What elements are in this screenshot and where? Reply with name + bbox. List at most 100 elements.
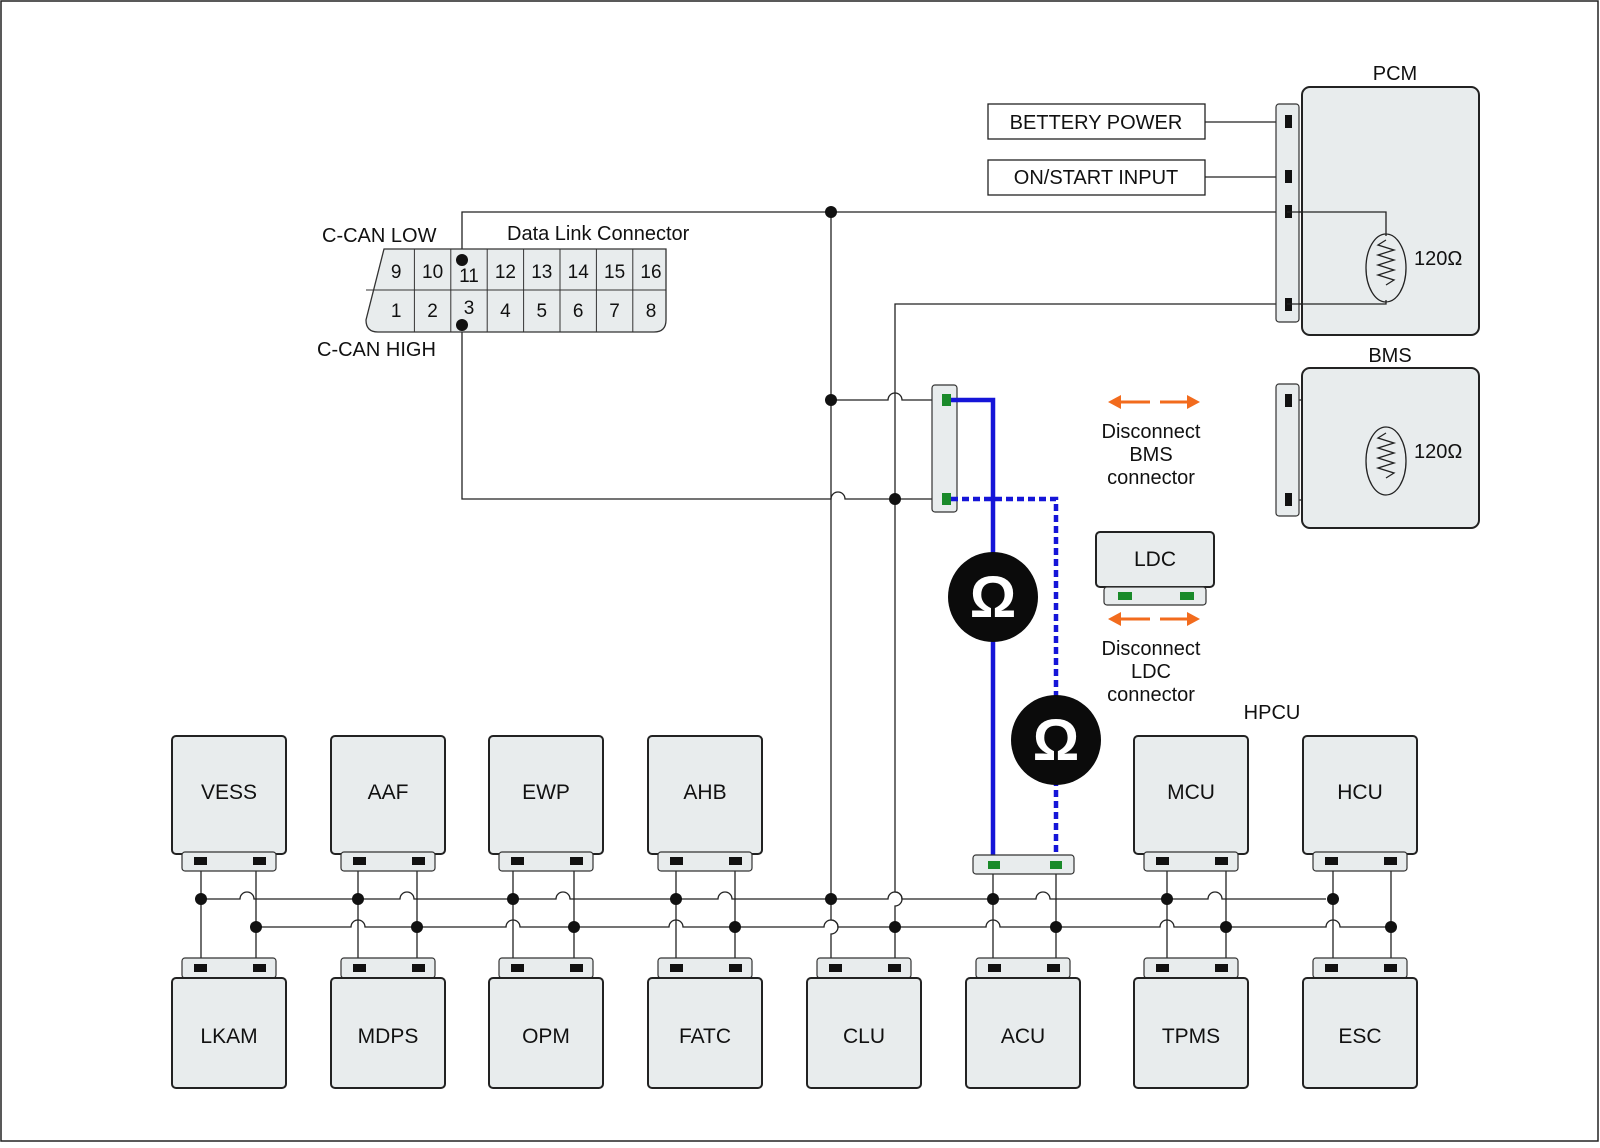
junction-dot xyxy=(568,921,580,933)
wire-can-low-vertical xyxy=(830,400,839,966)
connector-pin xyxy=(670,857,683,865)
module-opm: OPM xyxy=(488,957,604,1089)
module-clu: CLU xyxy=(806,957,922,1089)
pcm-resistor-ring xyxy=(1365,233,1407,303)
connector-pin xyxy=(194,964,207,972)
probe-wires xyxy=(951,397,1059,868)
ldc-pin-green xyxy=(1118,592,1132,600)
pcm-internal-wiring xyxy=(1287,211,1387,305)
bms-disconnect-line1: Disconnect xyxy=(1102,421,1201,443)
connector-pin xyxy=(888,964,901,972)
junction-dot xyxy=(195,893,207,905)
connector-pin xyxy=(353,964,366,972)
acu-top-connector-body xyxy=(972,854,1075,875)
dlc-dividers xyxy=(413,249,634,332)
ohmmeter-2-body xyxy=(1011,695,1101,785)
junction-dot xyxy=(411,921,423,933)
drops-ewp-opm xyxy=(512,862,575,966)
module-box xyxy=(965,977,1081,1089)
ldc-pin-green xyxy=(1180,592,1194,600)
connector-pin xyxy=(570,857,583,865)
drops-mcu-tpms xyxy=(1166,866,1227,966)
connector-pin xyxy=(1384,857,1397,865)
test-connector xyxy=(931,384,958,513)
module-label: EWP xyxy=(522,781,570,804)
connector-pin xyxy=(1215,857,1228,865)
pcm-resistor-icon xyxy=(1375,239,1397,286)
module-esc: ESC xyxy=(1302,957,1418,1089)
dlc-pin-label: 10 xyxy=(422,262,443,283)
dlc-pin-label: 12 xyxy=(495,262,516,283)
module-acu: ACU xyxy=(965,957,1081,1089)
on-start-input-box xyxy=(987,159,1206,196)
junction-dot xyxy=(825,206,837,218)
drops-aaf-mdps xyxy=(357,862,418,966)
connector-pin xyxy=(829,964,842,972)
dlc-pin3-marker xyxy=(456,319,468,331)
pcm-label: PCM xyxy=(1373,63,1417,85)
module-label: TPMS xyxy=(1162,1025,1220,1048)
can-high-bus xyxy=(256,919,1386,928)
module-label: MCU xyxy=(1167,781,1215,804)
ohm-symbol-icon: Ω xyxy=(1033,708,1080,773)
junction-dot xyxy=(250,921,262,933)
test-pin-green xyxy=(942,394,951,406)
dlc-pin-label: 2 xyxy=(427,301,438,322)
dlc-pin-label: 16 xyxy=(640,262,661,283)
bms-pin xyxy=(1285,394,1292,407)
module-box xyxy=(1133,977,1249,1089)
module-connector xyxy=(1312,851,1408,872)
bms-resistor-value: 120Ω xyxy=(1414,441,1462,463)
dlc-pin-label: 7 xyxy=(609,301,620,322)
ohmmeter-1-body xyxy=(948,552,1038,642)
module-label: LKAM xyxy=(200,1025,257,1048)
junction-dot xyxy=(729,921,741,933)
junction-dots xyxy=(195,206,1397,933)
ldc-disconnect-line3: connector xyxy=(1107,684,1195,706)
module-box xyxy=(330,977,446,1089)
module-box xyxy=(647,977,763,1089)
module-connector xyxy=(657,851,753,872)
connector-pin xyxy=(511,964,524,972)
can-low-label: C-CAN LOW xyxy=(322,225,437,247)
module-mcu: MCU xyxy=(1133,735,1249,872)
connector-pin xyxy=(1047,964,1060,972)
junction-dot xyxy=(1327,893,1339,905)
connector-pin xyxy=(194,857,207,865)
test-pin-green xyxy=(942,493,951,505)
wire-can-high-dlc xyxy=(461,325,944,500)
module-label: FATC xyxy=(679,1025,731,1048)
module-mdps: MDPS xyxy=(330,957,446,1089)
ldc-connector xyxy=(1103,586,1207,606)
pcm-pin xyxy=(1285,170,1292,183)
junction-dot xyxy=(507,893,519,905)
dlc-pin-label: 6 xyxy=(573,301,584,322)
module-lkam: LKAM xyxy=(171,957,287,1089)
bms-pin xyxy=(1285,493,1292,506)
junction-dot xyxy=(1220,921,1232,933)
ldc-label: LDC xyxy=(1134,548,1176,571)
acu-top-connector xyxy=(972,854,1075,875)
on-start-input-label: ON/START INPUT xyxy=(1014,167,1178,189)
junction-dot xyxy=(825,394,837,406)
bms-connector xyxy=(1275,383,1300,517)
module-label: AHB xyxy=(683,781,726,804)
module-label: CLU xyxy=(843,1025,885,1048)
probe-wire-solid xyxy=(951,397,996,868)
pcm-box xyxy=(1301,86,1480,336)
dlc-pin-label: 14 xyxy=(568,262,590,283)
battery-input-label: BETTERY POWER xyxy=(1010,112,1183,134)
input-labels: BETTERY POWER ON/START INPUT xyxy=(987,103,1206,196)
connector-pin xyxy=(1156,964,1169,972)
bottom-modules: LKAM MDPS OPM FATC CLU ACU TPMS ESC xyxy=(171,957,1418,1089)
connector-pin xyxy=(511,857,524,865)
acu-top-pin-green xyxy=(988,861,1000,869)
drops-ahb-fatc xyxy=(675,862,736,966)
bms-resistor-ring xyxy=(1365,426,1407,496)
dlc-pin-label: 15 xyxy=(604,262,625,283)
